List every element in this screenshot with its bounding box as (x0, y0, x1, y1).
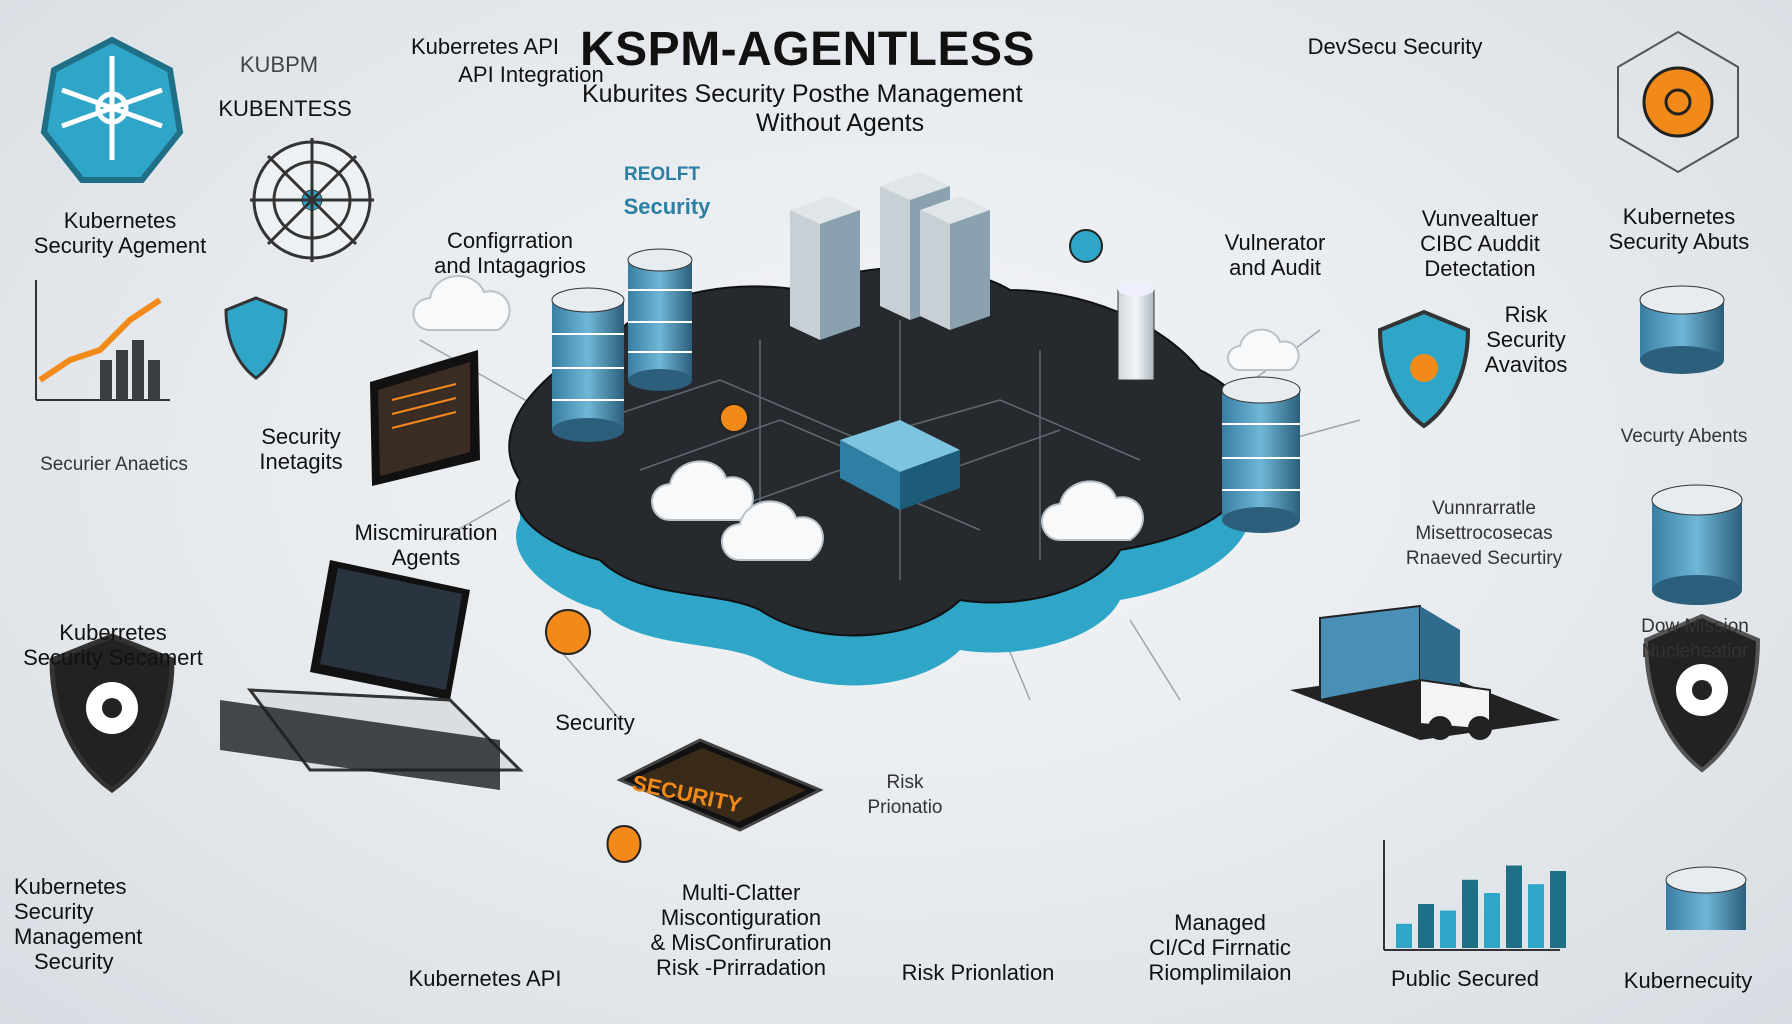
bar-1 (1418, 904, 1434, 948)
label-risk-priondation: Risk Prionlation (901, 960, 1055, 985)
label-reolft: REOLFT (624, 164, 700, 185)
location-pin-icons (545, 229, 1103, 864)
server-towers (790, 172, 990, 340)
bar-chart (1383, 840, 1566, 951)
bar-4 (1484, 893, 1500, 948)
monitor-icon (370, 350, 480, 486)
bar-7 (1550, 871, 1566, 948)
label-k8s-api: Kuberretes API (411, 34, 559, 59)
bar-6 (1528, 884, 1544, 948)
label-securier-anaetics: Securier Anaetics (40, 454, 188, 475)
cloud-icons (412, 275, 1300, 561)
bar-3 (1462, 879, 1478, 948)
kubernetes-logo-icon (40, 36, 184, 183)
laptop-icon (220, 560, 524, 790)
page-subtitle-line2: Without Agents (755, 109, 925, 137)
left-line-chart (35, 280, 170, 401)
kubernetes-hex-icon (1617, 30, 1739, 174)
label-kubernecuity: Kubernecuity (1623, 968, 1753, 993)
bar-0 (1396, 923, 1412, 948)
tablet-icon (616, 738, 824, 832)
shield-icons (49, 296, 1761, 794)
label-kubentess: KUBENTESS (218, 96, 352, 121)
right-cylinder-stacks (1639, 285, 1747, 930)
label-devsecu: DevSecu Security (1307, 34, 1483, 59)
label-vecurty-abents: Vecurty Abents (1620, 426, 1748, 447)
page-title: KSPM-AGENTLESS (580, 23, 1036, 76)
central-platform (508, 266, 1261, 686)
title-block: KSPM-AGENTLESS Kuburites Security Posthe… (580, 22, 1260, 137)
label-security-center: Security (555, 710, 635, 735)
label-public-secured: Public Secured (1391, 966, 1539, 991)
bar-2 (1440, 910, 1456, 948)
label-kubpm: KUBPM (239, 52, 319, 77)
label-api-integration: API Integration (458, 62, 604, 87)
helm-wheel-icon (250, 138, 374, 262)
truck-icon (1290, 604, 1560, 740)
bar-5 (1506, 865, 1522, 948)
page-subtitle-line1: Kuburites Security Posthe Management (582, 80, 1023, 108)
label-security-badge: Security (623, 194, 711, 219)
database-cylinders (551, 248, 1301, 533)
label-k8s-api-bottom: Kubernetes API (408, 966, 562, 991)
